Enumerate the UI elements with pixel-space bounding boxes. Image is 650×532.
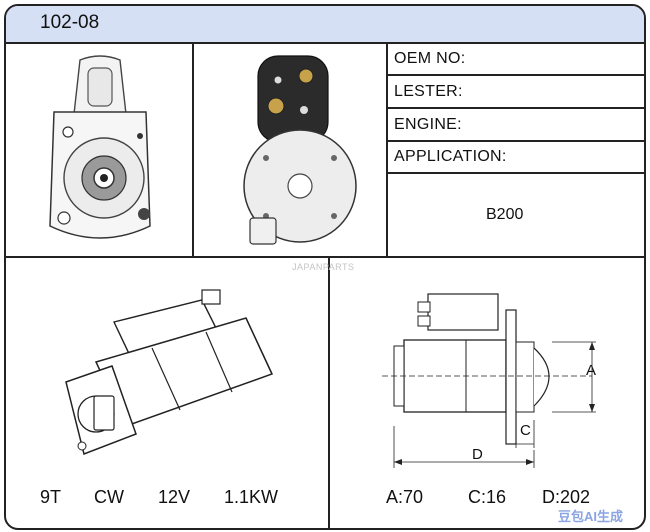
power-rating: 1.1KW bbox=[224, 487, 279, 507]
starter-rear-view bbox=[243, 55, 357, 245]
starter-isometric-view bbox=[65, 289, 274, 456]
watermark-text: JAPANPARTS bbox=[292, 262, 355, 272]
header-bar: 102-08 bbox=[6, 6, 644, 44]
divider bbox=[386, 107, 644, 109]
divider bbox=[386, 74, 644, 76]
divider bbox=[386, 42, 388, 256]
divider bbox=[328, 256, 330, 528]
lester-label: LESTER: bbox=[394, 83, 463, 100]
divider bbox=[6, 256, 644, 258]
application-value: B200 bbox=[486, 206, 524, 223]
dimension-d-value: D:202 bbox=[542, 487, 591, 507]
rotation-direction: CW bbox=[94, 487, 124, 507]
oem-label: OEM NO: bbox=[394, 50, 466, 67]
part-number: 102-08 bbox=[40, 12, 100, 33]
engine-label: ENGINE: bbox=[394, 116, 462, 133]
starter-dimension-drawing bbox=[382, 293, 596, 468]
dimension-a-label: A bbox=[586, 362, 597, 379]
application-label: APPLICATION: bbox=[394, 148, 507, 165]
divider bbox=[386, 172, 644, 174]
product-sheet: 102-08 OEM NO: LESTER: ENGINE: APPLICATI… bbox=[4, 4, 646, 530]
divider bbox=[192, 42, 194, 256]
starter-front-view bbox=[49, 55, 151, 239]
dimension-c-label: C bbox=[520, 422, 531, 439]
dimension-d-label: D bbox=[472, 446, 483, 463]
voltage: 12V bbox=[158, 487, 191, 507]
dimension-c-value: C:16 bbox=[468, 487, 507, 507]
divider bbox=[386, 140, 644, 142]
corner-watermark: 豆包AI生成 bbox=[558, 509, 624, 524]
teeth-count: 9T bbox=[40, 487, 62, 507]
dimension-a-value: A:70 bbox=[386, 487, 424, 507]
